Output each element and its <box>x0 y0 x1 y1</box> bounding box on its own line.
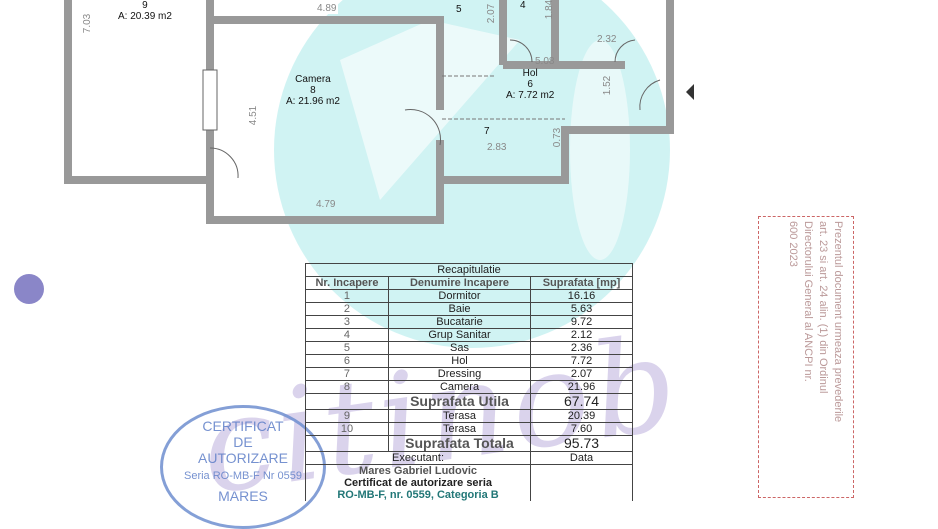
scan-hole-punch <box>14 274 44 304</box>
cell-name: Baie <box>387 302 532 316</box>
cell-nr: 4 <box>305 328 389 342</box>
cell-nr: 9 <box>305 409 389 423</box>
column-header: Nr. Incapere <box>305 276 389 290</box>
cell-name: Dormitor <box>387 289 532 303</box>
cell-nr: 10 <box>305 422 389 436</box>
cell-name: Sas <box>387 341 532 355</box>
cell-area: 20.39 <box>530 409 633 423</box>
cell-area: 5.63 <box>530 302 633 316</box>
cell-nr: 3 <box>305 315 389 329</box>
cell-name: Camera <box>387 380 532 394</box>
cell-name: Bucatarie <box>387 315 532 329</box>
executant-label: Executant: <box>304 451 532 465</box>
cell-nr: 6 <box>305 354 389 368</box>
authorization-seal: CERTIFICAT DE AUTORIZARE Seria RO-MB-F N… <box>160 405 326 529</box>
column-header: Suprafata [mp] <box>530 276 633 290</box>
cell-area: 9.72 <box>530 315 633 329</box>
cell-name: Grup Sanitar <box>387 328 532 342</box>
total-area-value: 95.73 <box>530 435 633 452</box>
cell-area: 2.36 <box>530 341 633 355</box>
executant-certificate: Certificat de autorizare seria <box>304 477 532 489</box>
cell-name: Dressing <box>387 367 532 381</box>
cell-name: Terasa <box>387 409 532 423</box>
dimension: 2.07 <box>486 3 498 24</box>
dimension: 1.84 <box>544 0 556 20</box>
useful-area-value: 67.74 <box>530 393 633 410</box>
table-title: Recapitulatie <box>305 263 633 277</box>
dimension: 4.89 <box>315 3 339 14</box>
dimension: 7.03 <box>82 13 94 34</box>
executant-name: Mares Gabriel Ludovic <box>304 464 532 477</box>
dimension: 2.83 <box>487 142 507 153</box>
total-area-label: Suprafata Totala <box>387 435 532 452</box>
cell-name: Terasa <box>387 422 532 436</box>
date-label: Data <box>530 451 633 465</box>
dimension: 4.79 <box>316 199 336 210</box>
room-5-label: 5 <box>456 4 462 15</box>
column-header: Denumire Incapere <box>387 276 532 290</box>
cell-nr: 7 <box>305 367 389 381</box>
room-4-label: 4 <box>520 0 526 11</box>
cell-name: Hol <box>387 354 532 368</box>
dimension: 2.32 <box>597 34 617 45</box>
dimension: 0.73 <box>552 127 564 148</box>
dimension: 5.08 <box>535 56 555 67</box>
cell-area: 2.07 <box>530 367 633 381</box>
cell-nr: 1 <box>305 289 389 303</box>
executant-series: RO-MB-F, nr. 0559, Categoria B <box>304 489 532 501</box>
cell-nr: 5 <box>305 341 389 355</box>
useful-area-label: Suprafata Utila <box>387 393 532 410</box>
entrance-arrow-icon <box>686 84 694 100</box>
cell-area: 21.96 <box>530 380 633 394</box>
cell-nr: 8 <box>305 380 389 394</box>
dimension: 1.52 <box>602 75 614 96</box>
cell-area: 16.16 <box>530 289 633 303</box>
room-7-label: 7 <box>484 126 490 137</box>
cell-nr: 2 <box>305 302 389 316</box>
cell-area: 7.72 <box>530 354 633 368</box>
dimension: 4.51 <box>248 105 260 126</box>
cell-area: 7.60 <box>530 422 633 436</box>
cell-area: 2.12 <box>530 328 633 342</box>
